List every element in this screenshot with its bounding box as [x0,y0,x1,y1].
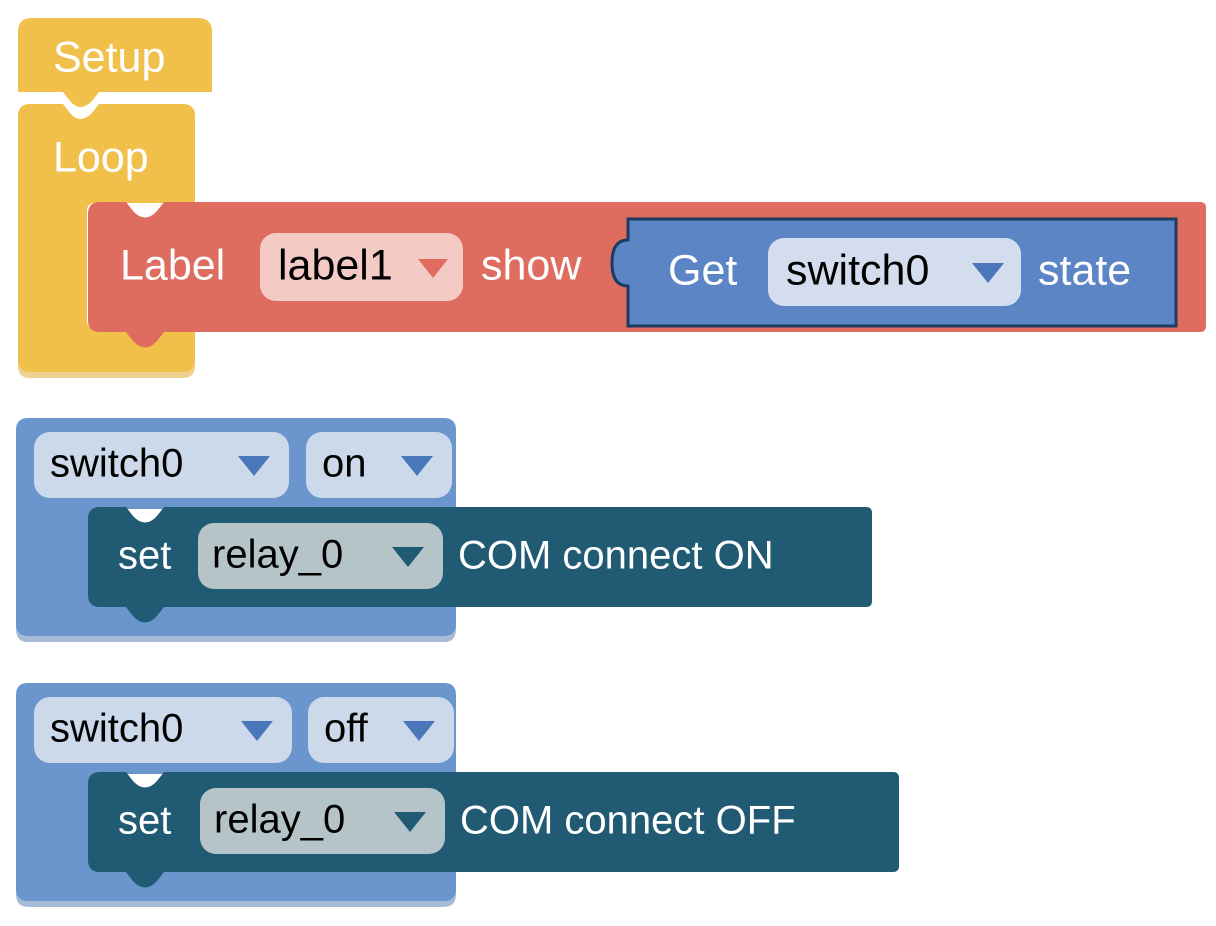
set-relay-off-block[interactable]: set relay_0 COM connect OFF [88,770,918,888]
relay-on-dropdown-bg [198,523,443,589]
chevron-down-icon [403,721,435,741]
setup-block[interactable]: Setup [18,18,218,118]
label-name-dropdown-value: label1 [278,241,393,289]
chevron-down-icon [394,812,426,832]
relay-off-dropdown[interactable]: relay_0 [200,788,445,854]
relay-on-dropdown[interactable]: relay_0 [198,523,443,589]
chevron-down-icon [392,547,424,567]
relay-on-dropdown-value: relay_0 [212,533,343,577]
switch-off-device-dropdown-bg [34,697,292,763]
switch-off-event-dropdown[interactable]: off [308,697,454,763]
get-switch-state-prefix: Get [668,246,737,294]
switch-off-event-dropdown-bg [308,697,454,763]
chevron-down-icon [401,456,433,476]
label-name-dropdown[interactable]: label1 [260,233,463,301]
switch-on-event-dropdown-bg [306,432,452,498]
switch-name-dropdown[interactable]: switch0 [768,238,1021,306]
switch-on-handler-block[interactable]: switch0 on [16,416,476,651]
block-group-setup-loop[interactable]: Loop Setup Label label1 show Get [0,0,1216,400]
switch-off-handler-block[interactable]: switch0 off [16,681,476,916]
switch-name-dropdown-value: switch0 [786,246,929,294]
loop-block[interactable]: Loop [18,104,218,384]
label-name-dropdown-bg [260,233,463,301]
loop-block-shape [18,104,195,372]
chevron-down-icon [972,263,1004,283]
get-switch-state-block[interactable]: Get switch0 state [610,217,1190,328]
switch-off-handler-shadow [16,889,456,907]
loop-block-shadow [18,360,195,378]
switch-on-handler-shadow [16,624,456,642]
loop-block-label: Loop [53,133,149,181]
chevron-down-icon [241,721,273,741]
switch-on-event-dropdown-value: on [322,442,367,486]
label-show-prefix: Label [120,241,225,289]
chevron-down-icon [238,456,270,476]
switch-name-dropdown-bg [768,238,1021,306]
set-relay-off-suffix: COM connect OFF [460,799,796,843]
set-relay-off-prefix: set [118,799,171,843]
switch-on-device-dropdown-value: switch0 [50,442,183,486]
relay-off-dropdown-value: relay_0 [214,798,345,842]
set-relay-on-suffix: COM connect ON [458,534,774,578]
switch-off-device-dropdown-value: switch0 [50,707,183,751]
setup-block-label: Setup [53,33,165,81]
switch-on-event-dropdown[interactable]: on [306,432,452,498]
get-switch-state-suffix: state [1038,246,1131,294]
set-relay-on-block[interactable]: set relay_0 COM connect ON [88,505,888,623]
setup-block-shape [18,18,212,107]
label-show-suffix: show [481,241,582,289]
chevron-down-icon [418,259,448,278]
set-relay-on-prefix: set [118,534,171,578]
relay-off-dropdown-bg [200,788,445,854]
switch-on-device-dropdown[interactable]: switch0 [34,432,289,498]
switch-off-device-dropdown[interactable]: switch0 [34,697,292,763]
switch-off-event-dropdown-value: off [324,707,369,751]
switch-on-device-dropdown-bg [34,432,289,498]
